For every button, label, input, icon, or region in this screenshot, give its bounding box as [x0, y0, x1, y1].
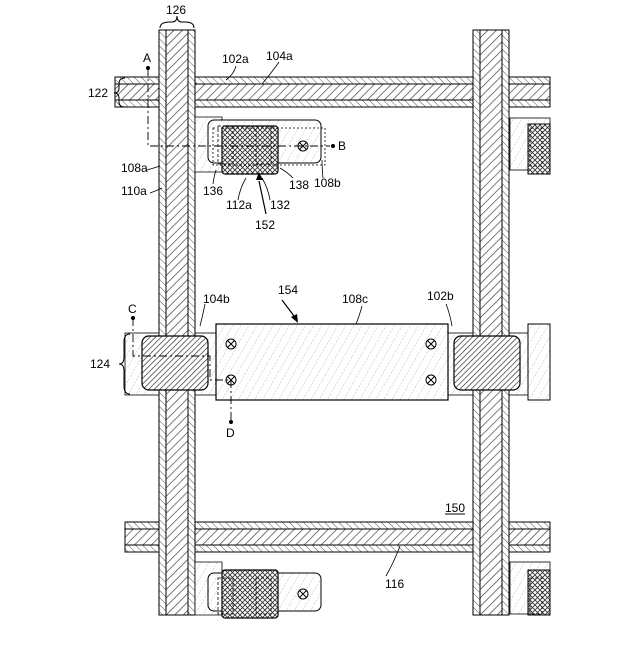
label-112a: 112a	[226, 198, 252, 212]
brace-126	[160, 16, 194, 28]
label-b: B	[338, 139, 346, 153]
arrow-152	[256, 172, 266, 214]
label-116: 116	[385, 577, 404, 591]
label-152: 152	[255, 218, 275, 232]
label-108b: 108b	[314, 176, 341, 190]
label-138: 138	[289, 178, 309, 192]
label-150: 150	[445, 501, 465, 515]
vertical-line-left	[159, 30, 195, 615]
transistor-bottom	[195, 562, 321, 618]
label-104a: 104a	[266, 49, 293, 63]
label-102b: 102b	[427, 289, 454, 303]
label-104b: 104b	[203, 292, 230, 306]
label-124: 124	[90, 357, 110, 371]
label-126: 126	[166, 3, 186, 17]
label-d: D	[226, 426, 235, 440]
label-108c: 108c	[342, 292, 368, 306]
label-122: 122	[88, 86, 108, 100]
label-154: 154	[278, 283, 298, 297]
vertical-line-right	[473, 30, 509, 615]
label-a: A	[143, 51, 151, 65]
label-136: 136	[203, 184, 223, 198]
label-108a: 108a	[121, 161, 148, 175]
transistor-152	[195, 117, 325, 174]
label-c: C	[128, 302, 137, 316]
label-110a: 110a	[121, 184, 147, 198]
arrow-154	[282, 300, 298, 323]
label-102a: 102a	[222, 52, 249, 66]
label-132: 132	[270, 198, 290, 212]
